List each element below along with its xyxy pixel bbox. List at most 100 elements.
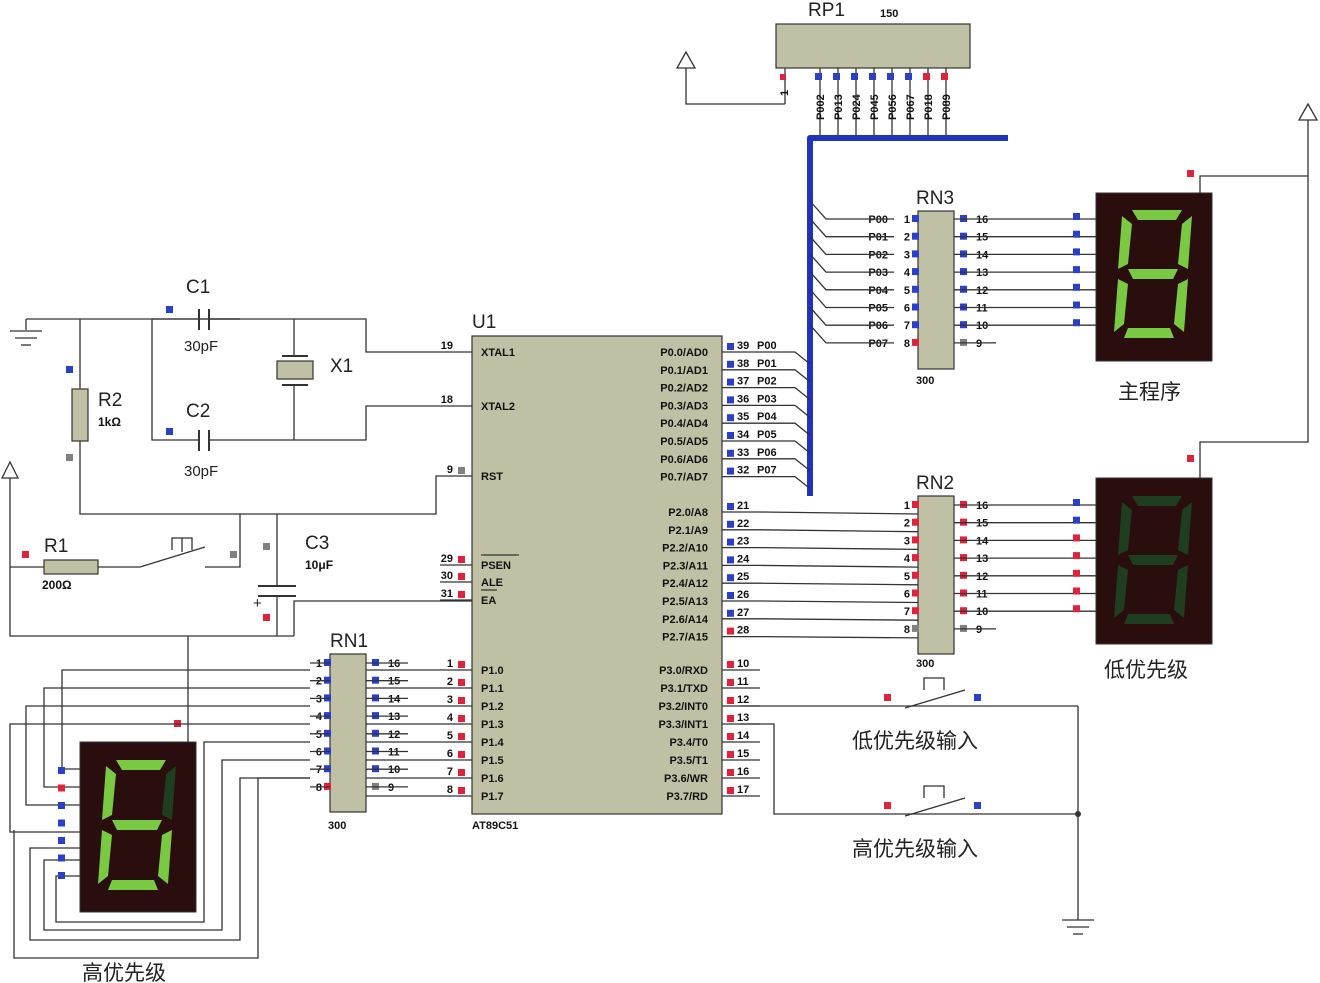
rn-net-label: P07	[868, 338, 888, 350]
rp1-value: 150	[880, 8, 898, 20]
pin-marker	[727, 733, 734, 740]
u1-pin-label: ALE	[481, 577, 503, 589]
rn-pin-number: 14	[388, 693, 401, 705]
u1-pin-label: P1.0	[481, 665, 504, 677]
display-main-label: 主程序	[1118, 380, 1181, 404]
rn-net-label: P00	[868, 214, 888, 226]
rn3-value: 300	[916, 375, 934, 387]
u1-pin-label: XTAL1	[481, 347, 515, 359]
segment-e	[98, 830, 112, 884]
pin-marker	[727, 697, 734, 704]
u1-pin-label: P1.7	[481, 791, 504, 803]
pin-marker	[912, 232, 919, 240]
u1-pin-label: P3.4/T0	[669, 737, 708, 749]
display-high-label: 高优先级	[82, 961, 166, 983]
pin-marker	[58, 837, 65, 844]
u1-pin-number: 23	[737, 536, 749, 548]
pin-marker	[815, 73, 822, 80]
pin-marker	[1073, 552, 1080, 560]
u1-pin-number: 7	[447, 766, 453, 778]
u1-net-label: P02	[757, 376, 777, 388]
pin-marker	[780, 74, 786, 80]
c1-name: C1	[186, 277, 210, 298]
r2-body	[71, 388, 89, 442]
rn-pin-number: 1	[316, 658, 322, 670]
pin-marker	[727, 432, 734, 439]
u1-net-label: P00	[757, 340, 777, 352]
u1-pin-number: 24	[737, 553, 750, 565]
pin-marker	[912, 215, 919, 222]
rp1-pin-label: P089	[941, 94, 953, 120]
rn-pin-number: 4	[316, 711, 323, 723]
pin-marker	[851, 73, 858, 80]
segment-g	[112, 820, 162, 830]
pin-marker	[727, 396, 734, 404]
u1-pin-number: 11	[737, 676, 749, 688]
rn-pin-number: 7	[316, 764, 322, 776]
segment-e	[1114, 279, 1128, 332]
rn-pin-number: 3	[904, 535, 910, 547]
rn-net-label: P02	[868, 249, 888, 261]
rn-pin-number: 12	[388, 729, 400, 741]
pin-marker	[458, 679, 465, 686]
pin-marker	[727, 378, 734, 386]
pin-marker	[912, 250, 919, 258]
switch-low-input[interactable]: 低优先级输入	[740, 677, 1078, 753]
u1-pin-number: 13	[737, 712, 749, 724]
ground-right	[1062, 706, 1094, 935]
pin-marker	[458, 769, 465, 776]
u1-pin-number: 35	[737, 411, 749, 423]
pin-marker	[912, 571, 919, 579]
pin-marker	[912, 536, 919, 544]
rn-pin-number: 15	[976, 518, 988, 530]
u1-pin-number: 15	[737, 748, 749, 760]
u1-pin-label: PSEN	[481, 560, 511, 572]
rn-pin-number: 5	[904, 285, 910, 297]
pin-marker	[912, 285, 919, 293]
pin-marker	[1073, 516, 1080, 524]
pin-marker	[58, 872, 65, 879]
u1-pin-label: XTAL2	[481, 401, 515, 413]
segment-d	[108, 880, 158, 890]
rp1-pin-label: P067	[905, 94, 917, 120]
u1-pin-number: 26	[737, 589, 749, 601]
u1-pin-label: P1.1	[481, 683, 504, 695]
svg-text:+: +	[253, 595, 262, 612]
r1-name: R1	[44, 536, 68, 557]
rn-pin-number: 5	[316, 729, 322, 741]
rp1-body	[775, 23, 971, 69]
r1-body	[43, 559, 99, 575]
pin-marker	[912, 321, 919, 329]
pin-marker	[458, 697, 465, 704]
u1-pin-label: P2.2/A10	[662, 543, 708, 555]
rn-pin-number: 1	[904, 214, 910, 226]
pin-marker	[727, 520, 734, 528]
pin-marker	[912, 338, 919, 346]
display-main: 主程序	[1095, 102, 1319, 404]
oscillator-section: C1 30pF C2 30pF X1 R2 1kΩ R1 200Ω	[0, 277, 472, 742]
rn-pin-number: 13	[976, 267, 988, 279]
rn-pin-number: 13	[388, 711, 400, 723]
rn3-name: RN3	[916, 188, 954, 209]
u1-pin-number: 2	[447, 676, 453, 688]
rn-pin-number: 8	[904, 338, 910, 350]
pin-marker	[912, 554, 919, 562]
rn1-body	[329, 653, 367, 813]
display-low: 低优先级	[1095, 176, 1309, 682]
switch-high-input[interactable]: 高优先级输入	[740, 723, 1078, 861]
u1-pin-number: 10	[737, 658, 749, 670]
rn-pin-number: 11	[976, 303, 988, 315]
u1-net-label: P05	[757, 429, 777, 441]
u1-pin-number: 18	[441, 394, 453, 406]
pin-marker	[727, 556, 734, 564]
u1-pin-number: 21	[737, 500, 749, 512]
segment-g	[1128, 555, 1178, 565]
u1-part: AT89C51	[472, 820, 518, 832]
c2-name: C2	[186, 401, 210, 422]
rp1-pin-label: P002	[815, 94, 827, 120]
rn-pin-number: 8	[904, 624, 910, 636]
rn1-display-wiring	[9, 669, 310, 959]
pin-marker	[58, 784, 65, 792]
pin-marker	[458, 556, 465, 563]
